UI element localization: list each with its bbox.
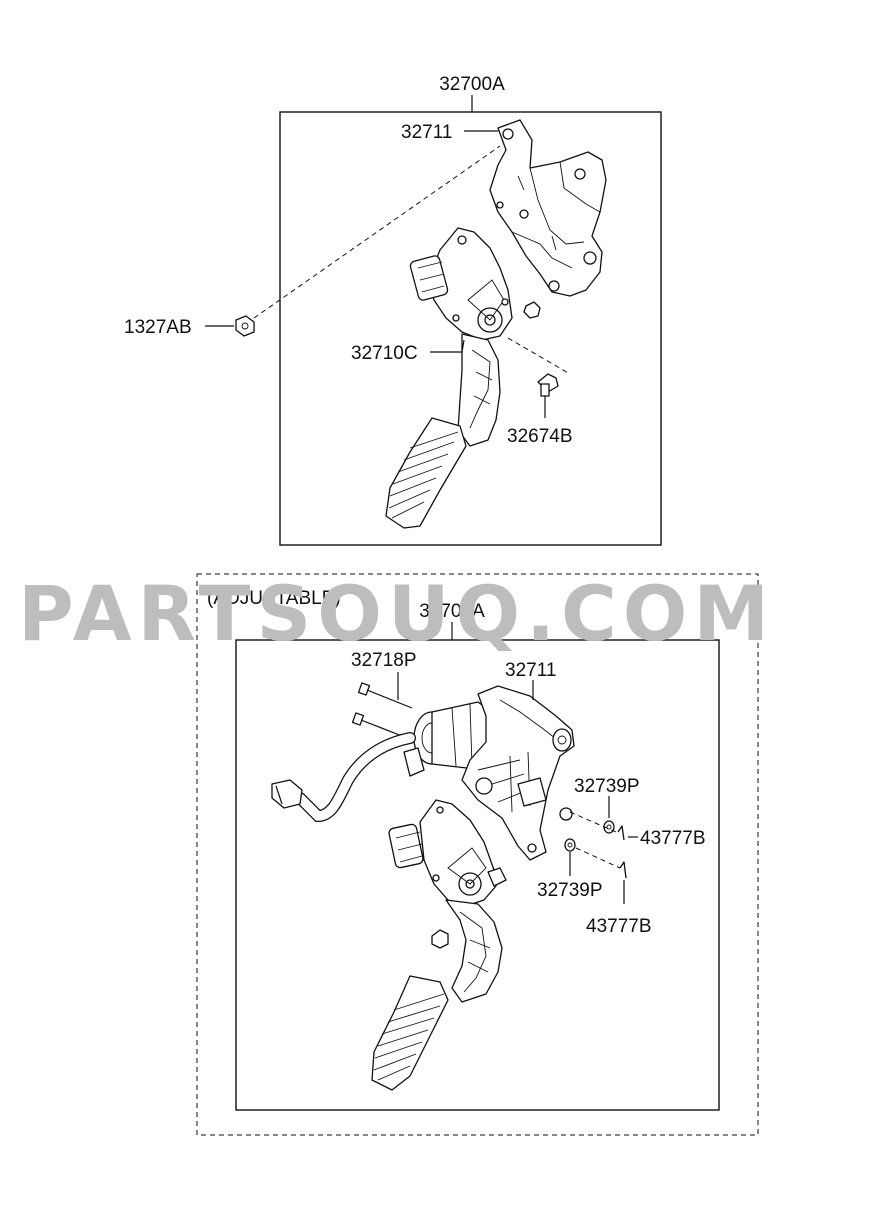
lower-pin-lower-drawing	[619, 861, 627, 879]
lower-pin-upper-label: 43777B	[640, 828, 706, 849]
upper-nut-label: 1327AB	[124, 317, 192, 338]
lower-assembly-frame	[235, 639, 720, 1111]
lower-assembly: (ADJUSTABLE) 32700A 32718P	[196, 573, 759, 1136]
upper-bracket-label: 32711	[401, 122, 452, 143]
lower-bracket-label: 32711	[505, 660, 556, 681]
lower-bolt-drawing	[351, 682, 413, 737]
upper-bolt-label: 32674B	[507, 426, 573, 447]
upper-assembly-label: 32700A	[439, 74, 505, 95]
lower-washer-lower-drawing	[564, 838, 576, 852]
upper-bolt-drawing	[537, 373, 559, 397]
upper-bracket-drawing	[489, 119, 607, 297]
upper-pedal-drawing	[385, 227, 513, 529]
lower-assembly-label: 32700A	[419, 601, 485, 622]
upper-nut-drawing	[235, 315, 255, 337]
adjustable-group-label: (ADJUSTABLE)	[207, 588, 341, 609]
adjustable-group-frame	[196, 573, 759, 1136]
lower-bolt-label: 32718P	[351, 650, 417, 671]
lower-pin-lower-label: 43777B	[586, 916, 652, 937]
watermark: PARTSOUQ.COM	[18, 569, 775, 658]
upper-assembly: 32700A	[124, 74, 662, 546]
lower-washer-upper-label: 32739P	[574, 776, 640, 797]
upper-pedal-label: 32710C	[351, 343, 418, 364]
lower-cable-drawing	[271, 732, 416, 823]
upper-assembly-frame	[279, 111, 662, 546]
lower-bracket-drawing	[461, 685, 575, 861]
lower-washer-lower-label: 32739P	[537, 880, 603, 901]
lower-pedal-drawing	[371, 799, 507, 1091]
lower-pin-upper-drawing	[617, 825, 625, 841]
